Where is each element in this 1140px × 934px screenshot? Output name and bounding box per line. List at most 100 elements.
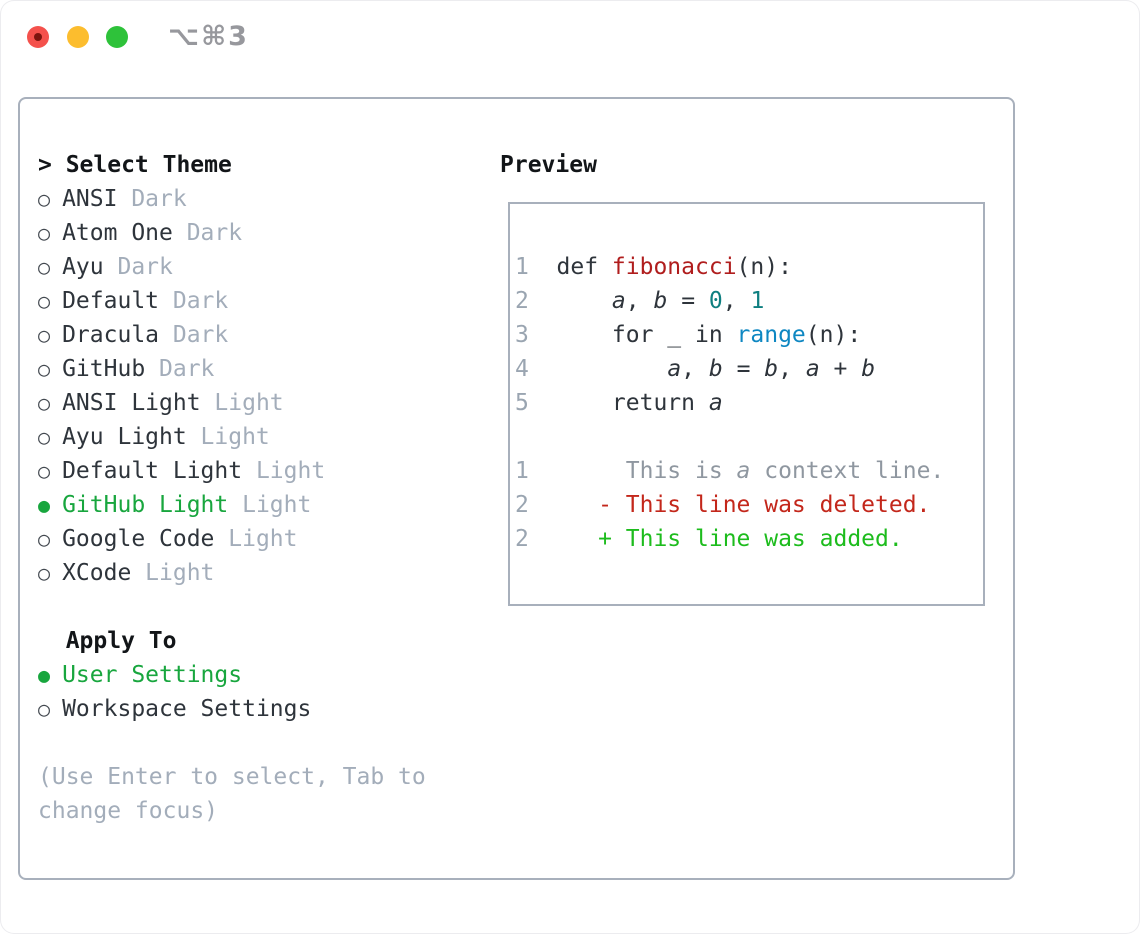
code-token: (n): [805, 322, 862, 348]
radio-icon: ○ [38, 323, 51, 347]
code-token: b [708, 356, 723, 382]
theme-variant-tag: Light [200, 424, 270, 450]
theme-name: Default [62, 288, 160, 314]
code-token: 1 [750, 288, 765, 314]
theme-name: Google Code [62, 526, 215, 552]
code-token: = [722, 356, 765, 382]
apply-option-label: Workspace Settings [62, 696, 312, 722]
theme-variant-tag: Light [255, 458, 326, 484]
theme-variant-tag: Dark [186, 220, 243, 246]
radio-icon: ○ [38, 697, 51, 721]
help-text-line2: change focus) [38, 798, 219, 824]
prompt-chevron-icon: > [38, 152, 52, 178]
minimize-button[interactable] [67, 26, 89, 48]
code-token: b [861, 356, 876, 382]
code-token: + [819, 356, 862, 382]
code-token: This is [556, 458, 737, 484]
theme-option-default[interactable]: ○ Default Dark [38, 284, 426, 318]
code-token: a [611, 288, 626, 314]
diff-added-line: 2 + This line was added. [515, 522, 983, 556]
code-token: for _ in [556, 322, 737, 348]
theme-variant-tag: Dark [172, 288, 229, 314]
apply-to-header: Apply To [38, 624, 426, 658]
code-token: fibonacci [611, 254, 737, 280]
theme-option-ayu-light[interactable]: ○ Ayu Light Light [38, 420, 426, 454]
window-title: ⌥⌘3 [168, 21, 249, 52]
theme-name: Ayu [62, 254, 104, 280]
code-token: b [653, 288, 668, 314]
code-line: 4 a, b = b, a + b [515, 352, 983, 386]
radio-icon: ○ [38, 221, 51, 245]
theme-option-default-light[interactable]: ○ Default Light Light [38, 454, 426, 488]
radio-icon: ○ [38, 187, 51, 211]
theme-name: XCode [62, 560, 132, 586]
code-token: a [708, 390, 723, 416]
code-line: 2 a, b = 0, 1 [515, 284, 983, 318]
line-number: 2 [515, 492, 529, 518]
preview-title: Preview [500, 152, 597, 178]
code-token: a [736, 458, 751, 484]
code-token: 0 [708, 288, 723, 314]
theme-variant-tag: Light [214, 390, 284, 416]
spacer [38, 726, 426, 760]
diff-deleted-line: 2 - This line was deleted. [515, 488, 983, 522]
theme-name: Dracula [62, 322, 160, 348]
theme-option-dracula[interactable]: ○ Dracula Dark [38, 318, 426, 352]
theme-name: GitHub [62, 356, 146, 382]
theme-option-ansi[interactable]: ○ ANSI Dark [38, 182, 426, 216]
theme-variant-tag: Dark [131, 186, 187, 212]
code-line: 5 return a [515, 386, 983, 420]
theme-name: Default Light [62, 458, 243, 484]
theme-option-xcode[interactable]: ○ XCode Light [38, 556, 426, 590]
code-token: , [625, 288, 654, 314]
radio-icon: ○ [38, 289, 51, 313]
help-text-line1: (Use Enter to select, Tab to [38, 764, 426, 790]
line-number: 2 [515, 288, 529, 314]
code-token [557, 288, 612, 314]
code-token: + This line was added. [556, 526, 903, 552]
radio-icon: ○ [38, 561, 51, 585]
theme-variant-tag: Dark [159, 356, 215, 382]
theme-option-atom-one[interactable]: ○ Atom One Dark [38, 216, 426, 250]
code-token: , [681, 356, 709, 382]
theme-name: Atom One [62, 220, 173, 246]
code-token: , [722, 288, 751, 314]
theme-variant-tag: Dark [172, 322, 229, 348]
diff-context-line: 1 This is a context line. [515, 454, 983, 488]
radio-selected-icon: ● [38, 493, 51, 517]
code-line: 3 for _ in range(n): [515, 318, 983, 352]
code-token: = [667, 288, 709, 314]
code-token: def [556, 254, 612, 280]
line-number: 2 [515, 526, 529, 552]
code-token: (n): [736, 254, 792, 280]
select-theme-header-label: Select Theme [65, 152, 232, 178]
line-number: 5 [515, 390, 529, 416]
theme-variant-tag: Dark [117, 254, 173, 280]
code-token: b [764, 356, 779, 382]
apply-option-label: User Settings [62, 662, 243, 688]
theme-name: GitHub Light [62, 492, 229, 518]
code-token: - This line was deleted. [556, 492, 931, 518]
theme-variant-tag: Light [145, 560, 215, 586]
line-number: 3 [515, 322, 529, 348]
close-button[interactable] [27, 26, 49, 48]
titlebar: ⌥⌘3 [0, 0, 1140, 75]
code-token: a [667, 356, 682, 382]
theme-name: ANSI [62, 186, 118, 212]
code-token: context line. [750, 458, 945, 484]
theme-variant-tag: Light [228, 526, 298, 552]
zoom-button[interactable] [106, 26, 128, 48]
radio-icon: ○ [38, 425, 51, 449]
radio-icon: ○ [38, 459, 51, 483]
theme-name: Ayu Light [62, 424, 187, 450]
apply-option-user-settings[interactable]: ●User Settings [38, 658, 426, 692]
apply-option-workspace-settings[interactable]: ○ Workspace Settings [38, 692, 426, 726]
